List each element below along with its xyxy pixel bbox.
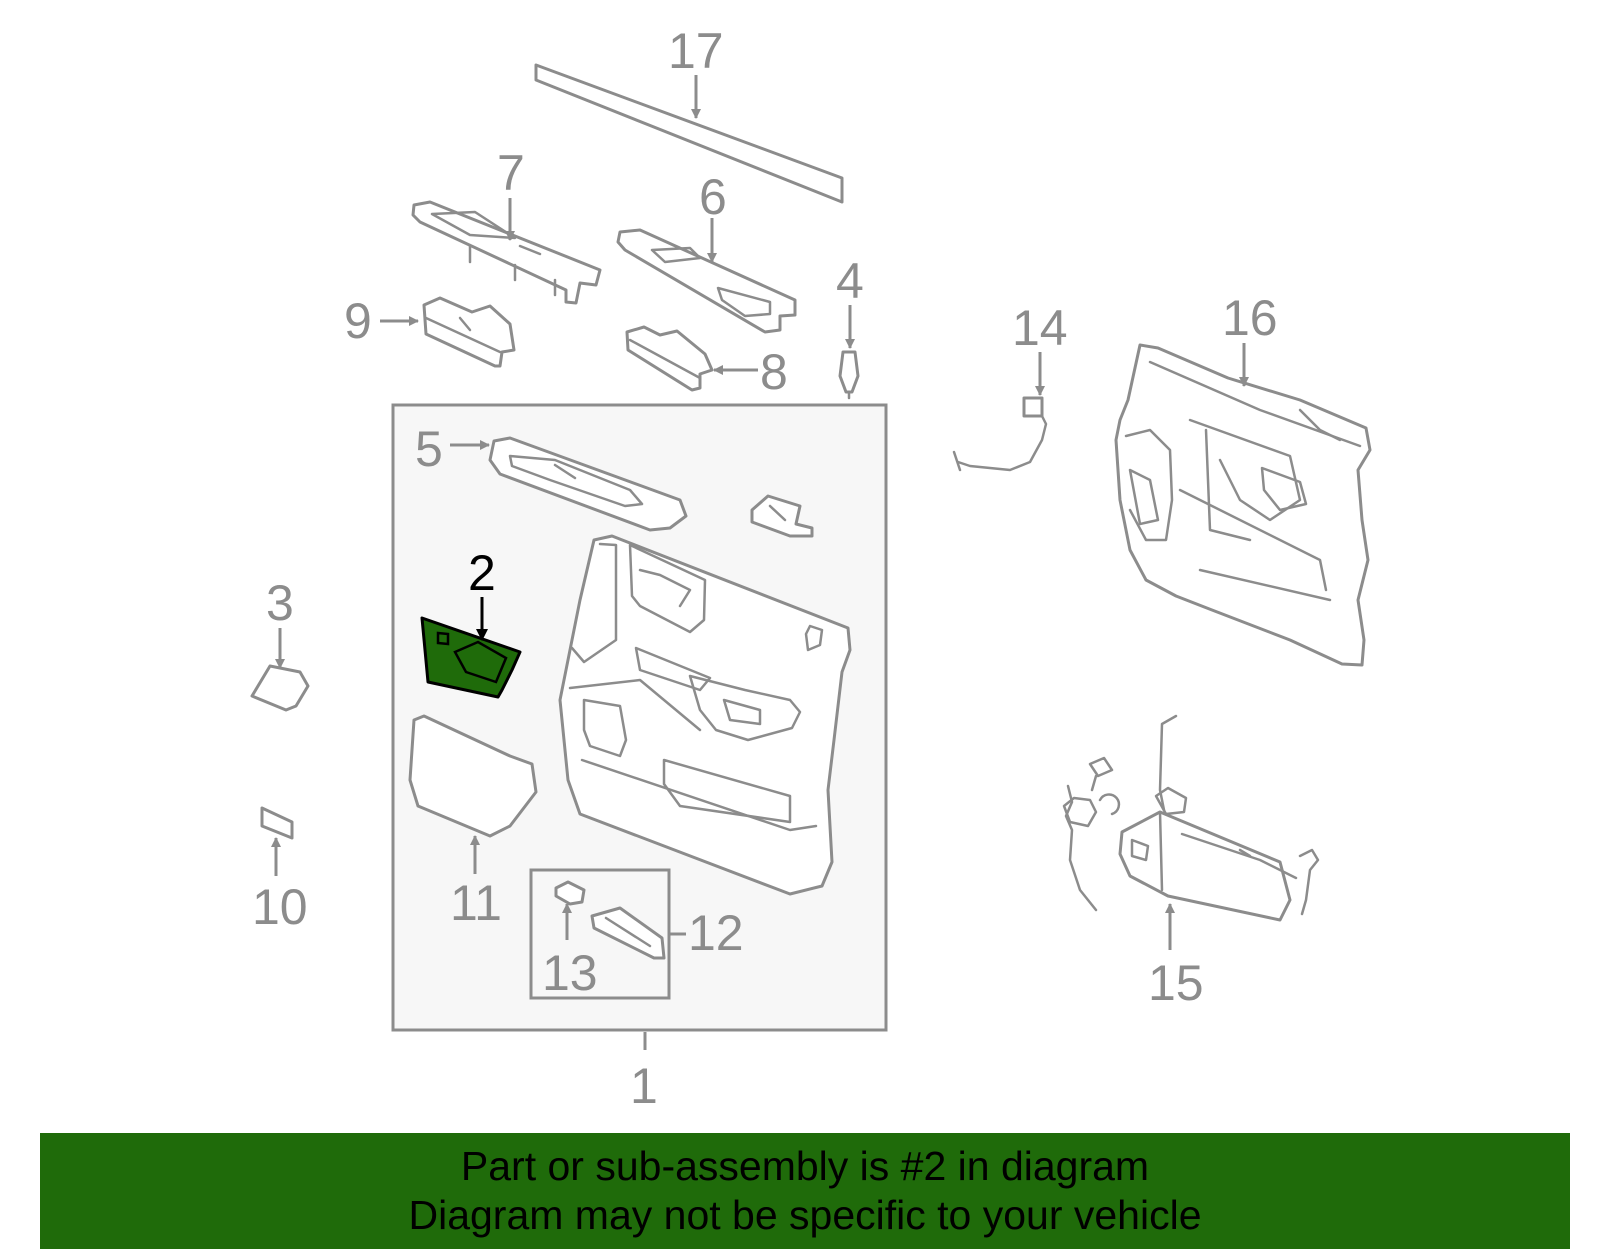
part-15-latch-harness: 15 — [1062, 714, 1320, 1011]
door-trim-panel — [558, 534, 852, 896]
callout-3: 3 — [266, 575, 294, 631]
callout-8: 8 — [760, 344, 788, 400]
banner-line-2: Diagram may not be specific to your vehi… — [408, 1192, 1202, 1238]
callout-13: 13 — [542, 945, 598, 1001]
part-3-clip: 3 — [250, 575, 310, 712]
callout-16: 16 — [1222, 290, 1278, 346]
callout-4: 4 — [836, 253, 864, 309]
part-12-handle-bezel: 12 — [590, 905, 744, 961]
part-17-molding: 17 — [534, 23, 844, 204]
part-14-harness: 14 — [952, 300, 1068, 472]
part-bracket — [750, 494, 814, 538]
callout-9: 9 — [344, 293, 372, 349]
callout-2: 2 — [468, 545, 496, 601]
callout-11: 11 — [450, 875, 502, 931]
part-11-pocket-trim: 11 — [408, 714, 538, 931]
callout-1: 1 — [630, 1058, 658, 1114]
callout-14: 14 — [1012, 300, 1068, 356]
part-10-clip: 10 — [252, 806, 308, 935]
part-16-inner-door-panel: 16 — [1114, 290, 1372, 667]
part-6-switch-bezel: 6 — [616, 169, 797, 334]
callout-15: 15 — [1148, 955, 1204, 1011]
callout-17: 17 — [668, 23, 724, 79]
part-2-highlighted: 2 — [420, 545, 522, 699]
part-5-armrest-trim: 5 — [415, 421, 688, 532]
callout-12: 12 — [688, 905, 744, 961]
part-7-switch-bezel: 7 — [411, 145, 602, 305]
part-8-switch: 8 — [625, 325, 788, 400]
callout-7: 7 — [497, 145, 525, 201]
part-4-clip: 4 — [836, 253, 864, 400]
callout-5: 5 — [415, 421, 443, 477]
part-13-clip: 13 — [542, 880, 598, 1001]
part-9-switch: 9 — [344, 293, 516, 368]
callout-6: 6 — [699, 169, 727, 225]
banner-line-1: Part or sub-assembly is #2 in diagram — [460, 1143, 1150, 1189]
info-banner: Part or sub-assembly is #2 in diagram Di… — [40, 1133, 1570, 1249]
callout-10: 10 — [252, 879, 308, 935]
